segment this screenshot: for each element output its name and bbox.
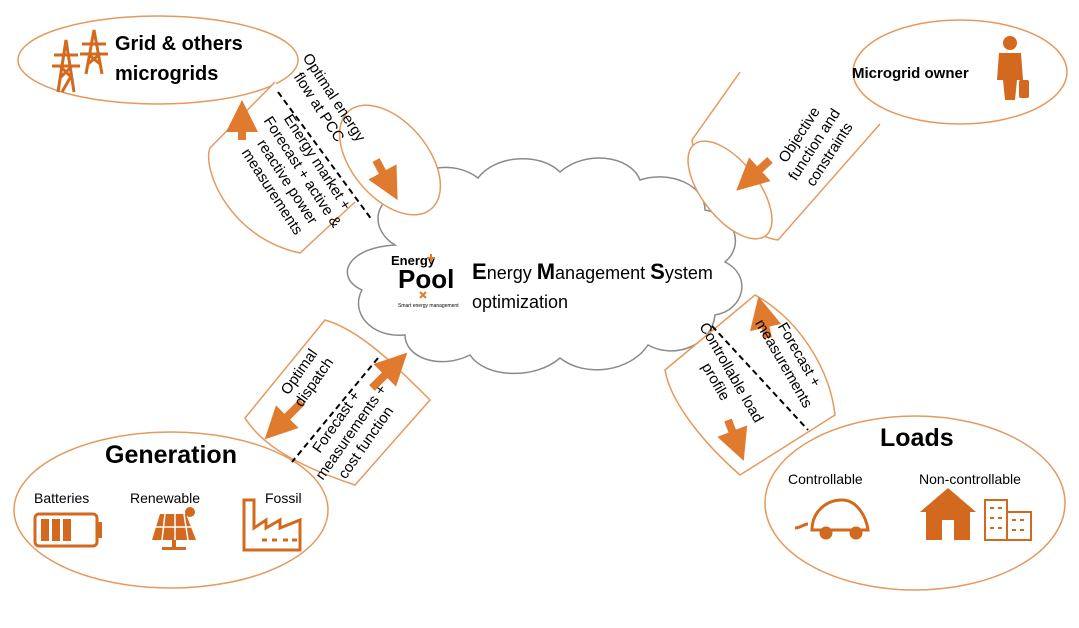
grid-ellipse — [17, 15, 299, 105]
grid-link: Optimal energy flow at PCC Energy market… — [208, 50, 442, 254]
energypool-logo: Energy Pool Smart energy management — [391, 253, 459, 309]
generation-item-fossil: Fossil — [265, 490, 302, 506]
loads-ellipse — [764, 415, 1066, 591]
businessman-icon — [997, 36, 1029, 100]
power-tower-icon — [52, 29, 108, 93]
owner-node: Microgrid owner — [852, 19, 1068, 125]
loads-item-controllable: Controllable — [788, 471, 863, 487]
battery-icon — [33, 512, 102, 548]
ems-title: Energy Management System optimization — [472, 259, 713, 312]
owner-arrow — [736, 157, 773, 191]
logo-sub-text: Smart energy management — [398, 303, 459, 309]
generation-in-arrow — [369, 352, 408, 391]
solar-panel-icon — [152, 507, 196, 550]
generation-out-arrow — [264, 399, 305, 440]
ems-title-cap-e: E — [472, 259, 487, 284]
loads-out-arrow — [717, 418, 748, 461]
generation-link: Optimal dispatch Forecast + measurements… — [244, 319, 432, 486]
ems-title-word1: nergy — [487, 263, 537, 283]
loads-title: Loads — [880, 424, 954, 452]
generation-item-batteries: Batteries — [34, 490, 89, 506]
loads-node: Loads Controllable Non-controllable — [764, 415, 1066, 591]
factory-icon — [242, 498, 302, 552]
grid-out-arrow — [368, 158, 398, 201]
ems-title-word2: anagement — [555, 263, 650, 283]
ems-subtitle: optimization — [472, 292, 568, 312]
loads-in-arrow — [750, 296, 782, 339]
grid-node: Grid & others microgrids — [17, 15, 299, 105]
owner-title: Microgrid owner — [852, 65, 969, 82]
ems-title-word3: ystem — [665, 263, 713, 283]
generation-title: Generation — [105, 441, 237, 469]
generation-item-renewable: Renewable — [130, 490, 200, 506]
ems-cloud — [346, 157, 743, 375]
logo-main-text: Pool — [398, 264, 454, 294]
generation-node: Generation Batteries Renewable Fossil — [13, 431, 329, 589]
logo-top-text: Energy — [391, 253, 436, 268]
svg-text:Energy Management System: Energy Management System — [472, 259, 713, 284]
grid-title-line2: microgrids — [115, 63, 218, 85]
electric-car-icon — [794, 498, 870, 540]
grid-title-line1: Grid & others — [115, 33, 243, 55]
loads-item-noncontrollable: Non-controllable — [919, 471, 1021, 487]
ems-title-cap-s: S — [650, 259, 665, 284]
ems-title-cap-m: M — [537, 259, 555, 284]
house-buildings-icon — [920, 488, 1032, 541]
